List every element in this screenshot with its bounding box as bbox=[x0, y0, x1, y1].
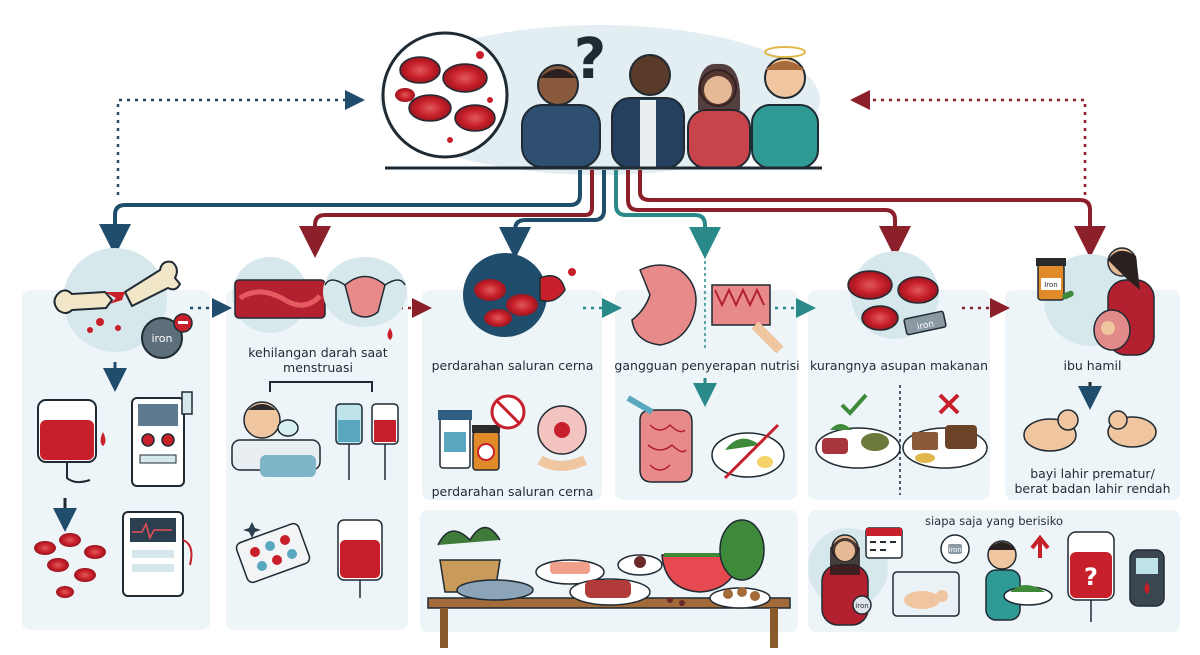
scattered-blood-cells bbox=[34, 533, 106, 598]
dotted-feedback-arrows bbox=[116, 90, 1087, 318]
label-menstruation: kehilangan darah saat menstruasi bbox=[248, 345, 388, 375]
baby-incubator-bubble-label: iron bbox=[948, 546, 961, 554]
premature-babies-icon bbox=[1023, 409, 1157, 452]
blood-bag-icon bbox=[37, 399, 106, 484]
connector-lines bbox=[99, 170, 1106, 259]
question-mark: ? bbox=[574, 27, 606, 92]
label-gi-bleeding-top: perdarahan saluran cerna bbox=[431, 358, 594, 373]
label-pregnant: ibu hamil bbox=[1063, 358, 1122, 373]
label-premature-line1: bayi lahir prematur/ bbox=[1030, 466, 1155, 481]
oxygen-mask-patient-icon bbox=[231, 401, 321, 477]
label-intake: kurangnya asupan makanan bbox=[810, 358, 988, 373]
food-table-illustration bbox=[427, 519, 791, 648]
intestine-icon bbox=[626, 395, 693, 483]
fork-arrow-menstruation bbox=[269, 381, 373, 392]
blood-transfusion-bag-icon bbox=[337, 519, 383, 598]
label-gi-bleeding-bottom: perdarahan saluran cerna bbox=[431, 484, 594, 499]
blood-cells-iron-bar-illustration bbox=[847, 251, 947, 339]
blood-bag-question-mark: ? bbox=[1084, 563, 1098, 591]
header-illustration: ? bbox=[380, 25, 822, 175]
uterus-illustration bbox=[323, 257, 407, 340]
iron-supplement-jar-icon bbox=[1036, 258, 1074, 301]
check-icon bbox=[840, 393, 868, 416]
iv-bags-icon bbox=[335, 403, 399, 480]
pill-blister-icon bbox=[235, 522, 311, 584]
dialysis-machine-icon bbox=[131, 391, 193, 487]
monitor-machine-icon bbox=[122, 511, 193, 597]
no-bacteria-icon bbox=[490, 394, 526, 430]
stomach-lining-illustration bbox=[631, 264, 784, 354]
iron-badge-label: iron bbox=[151, 332, 172, 345]
label-premature-line2: berat badan lahir rendah bbox=[1014, 481, 1171, 496]
label-absorption: gangguan penyerapan nutrisi bbox=[614, 358, 800, 373]
medicine-bottles-icon bbox=[438, 410, 500, 471]
healthy-plate-crossed-icon bbox=[711, 423, 785, 480]
jar-label: Iron bbox=[1044, 281, 1058, 289]
iron-bar-label: iron bbox=[916, 319, 935, 332]
at-risk-illustration bbox=[808, 527, 1165, 626]
tired-people bbox=[385, 46, 822, 170]
healthy-food-plate-icon bbox=[815, 424, 901, 469]
processed-food-plate-icon bbox=[902, 425, 988, 469]
bleeding-cells-illustration bbox=[463, 253, 576, 337]
stomach-scope-icon bbox=[537, 405, 588, 471]
bone-fracture-illustration bbox=[53, 248, 193, 359]
sparkle-icon bbox=[243, 522, 261, 538]
label-at-risk: siapa saja yang berisiko bbox=[924, 514, 1064, 528]
woman-supplement-label: iron bbox=[855, 602, 868, 610]
blood-vessel-illustration bbox=[232, 257, 326, 333]
pregnant-woman-illustration bbox=[1044, 247, 1155, 356]
cross-icon bbox=[938, 393, 960, 415]
red-blood-cells bbox=[395, 51, 496, 143]
